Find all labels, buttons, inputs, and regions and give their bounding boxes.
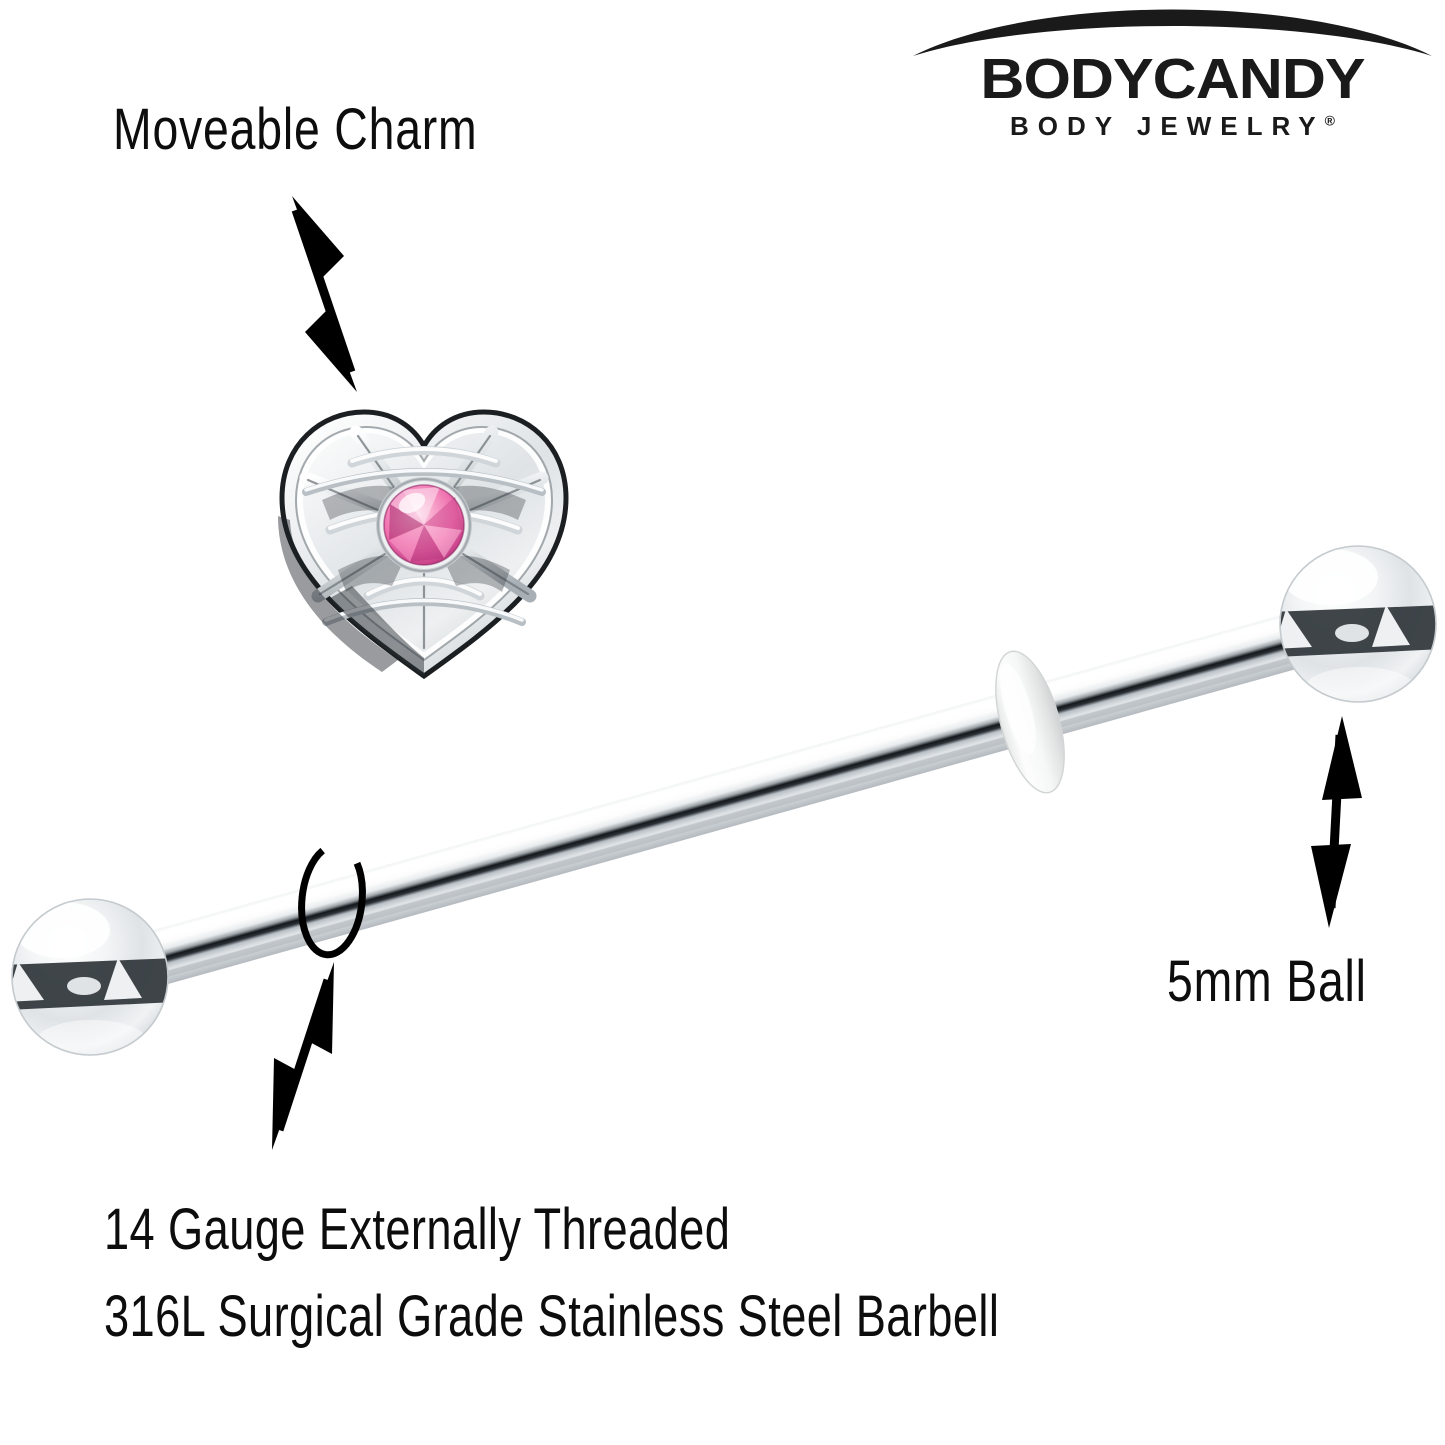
- logo-subwordmark: BODY JEWELRY®: [905, 111, 1440, 142]
- barbell-ball-left: [11, 898, 169, 1056]
- registered-trademark-icon: ®: [1324, 112, 1335, 129]
- arrow-threading: [272, 962, 334, 1150]
- callout-moveable-charm: Moveable Charm: [113, 97, 478, 162]
- arrow-moveable-charm: [291, 196, 357, 392]
- callout-spec-material: 316L Surgical Grade Stainless Steel Barb…: [104, 1284, 1000, 1349]
- logo-subwordmark-text: BODY JEWELRY: [1010, 111, 1325, 141]
- pink-crystal-gem: [376, 477, 472, 573]
- callout-5mm-ball: 5mm Ball: [1167, 949, 1367, 1014]
- callout-spec-gauge-threading: 14 Gauge Externally Threaded: [104, 1197, 731, 1262]
- clear-retainer-oring: [995, 650, 1065, 794]
- heart-charm: [278, 409, 569, 680]
- barbell-ball-right: [1279, 545, 1437, 703]
- brand-logo: BODYCANDY BODY JEWELRY®: [905, 8, 1440, 148]
- arrow-5mm-ball: [1311, 716, 1362, 928]
- barbell-shaft: [111, 605, 1334, 995]
- logo-swoosh-icon: [913, 9, 1432, 56]
- logo-wordmark: BODYCANDY: [980, 46, 1365, 111]
- threading-marker-circle-icon: [298, 841, 366, 959]
